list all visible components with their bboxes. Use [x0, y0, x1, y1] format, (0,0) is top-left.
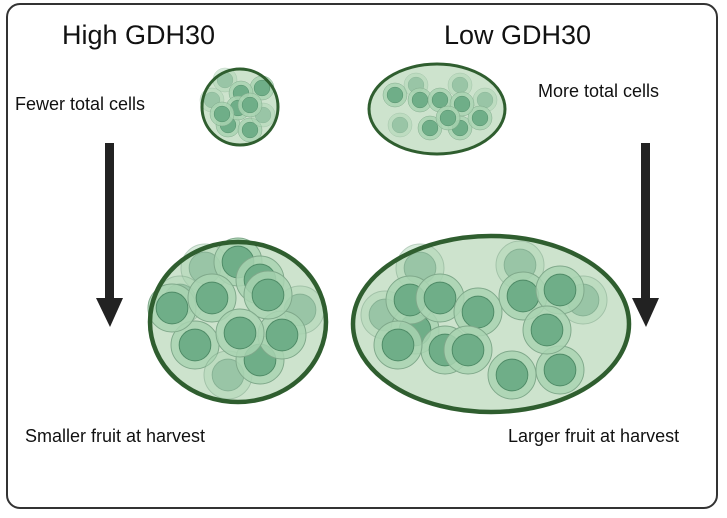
cell-icon: [387, 112, 413, 138]
cell-icon: [443, 325, 493, 375]
smaller-fruit-label: Smaller fruit at harvest: [25, 426, 206, 446]
cell-icon: [382, 82, 408, 108]
small-fruit-low-icon: [367, 62, 507, 156]
cell-icon: [215, 308, 265, 358]
figure-frame: [6, 3, 718, 509]
cell-icon: [487, 350, 537, 400]
large-fruit-low-icon: [350, 233, 632, 415]
more-cells-label: More total cells: [538, 81, 660, 101]
right-down-arrow-icon: [632, 143, 659, 327]
cell-icon: [237, 92, 263, 118]
larger-fruit-label: Larger fruit at harvest: [508, 426, 680, 446]
cell-icon: [373, 320, 423, 370]
cell-icon: [209, 101, 235, 127]
small-fruit-high-icon: [199, 67, 280, 147]
high-gdh30-title: High GDH30: [62, 20, 216, 50]
cell-icon: [522, 305, 572, 355]
cell-icon: [435, 105, 461, 131]
low-gdh30-title: Low GDH30: [444, 20, 592, 50]
left-down-arrow-icon: [96, 143, 123, 327]
fewer-cells-label: Fewer total cells: [15, 94, 146, 114]
large-fruit-high-icon: [147, 237, 329, 405]
